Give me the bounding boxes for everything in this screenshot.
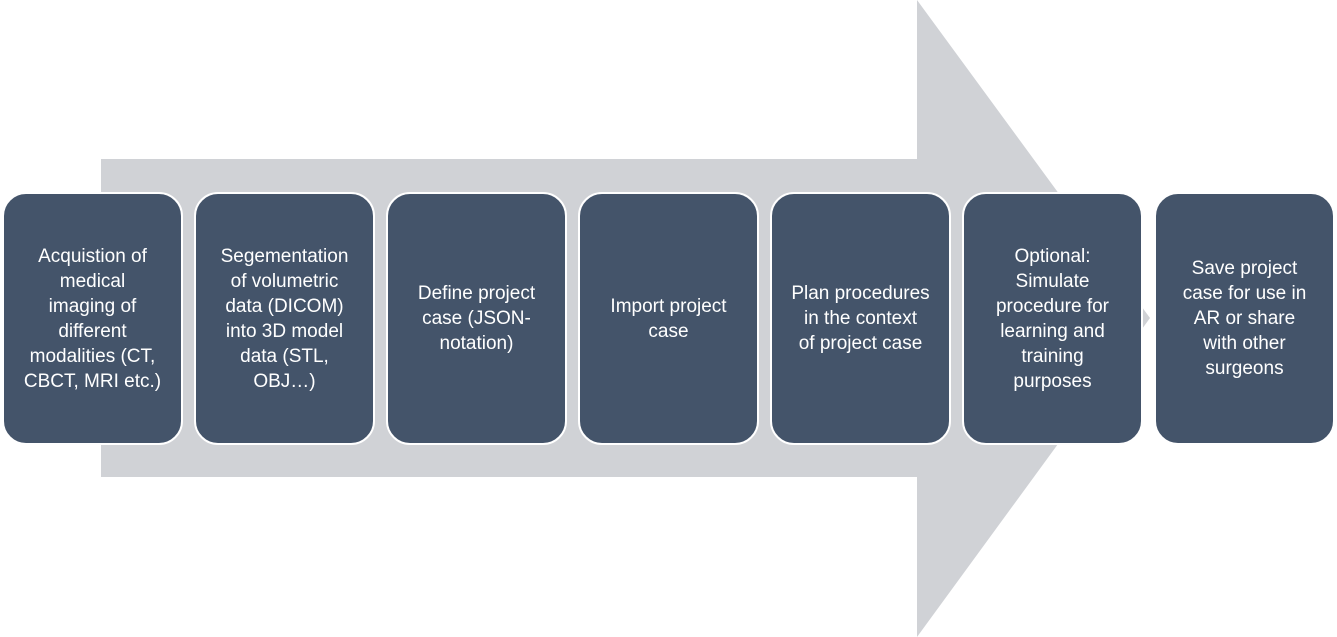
step-label: Save project case for use in AR or share… [1182, 258, 1307, 379]
step-box-5: Plan procedures in the context of projec… [770, 192, 951, 445]
step-box-3: Define project case (JSON- notation) [386, 192, 567, 445]
step-box-4: Import project case [578, 192, 759, 445]
step-box-2: Segementation of volumetric data (DICOM)… [194, 192, 375, 445]
step-label: Define project case (JSON- notation) [417, 283, 536, 354]
step-box-6: Optional: Simulate procedure for learnin… [962, 192, 1143, 445]
step-label: Import project case [610, 295, 727, 342]
step-label: Optional: Simulate procedure for learnin… [995, 245, 1109, 392]
step-box-1: Acquistion of medical imaging of differe… [2, 192, 183, 445]
step-label: Plan procedures in the context of projec… [791, 283, 930, 354]
step-box-7: Save project case for use in AR or share… [1154, 192, 1335, 445]
step-label: Acquistion of medical imaging of differe… [23, 245, 162, 392]
step-label: Segementation of volumetric data (DICOM)… [220, 245, 349, 392]
